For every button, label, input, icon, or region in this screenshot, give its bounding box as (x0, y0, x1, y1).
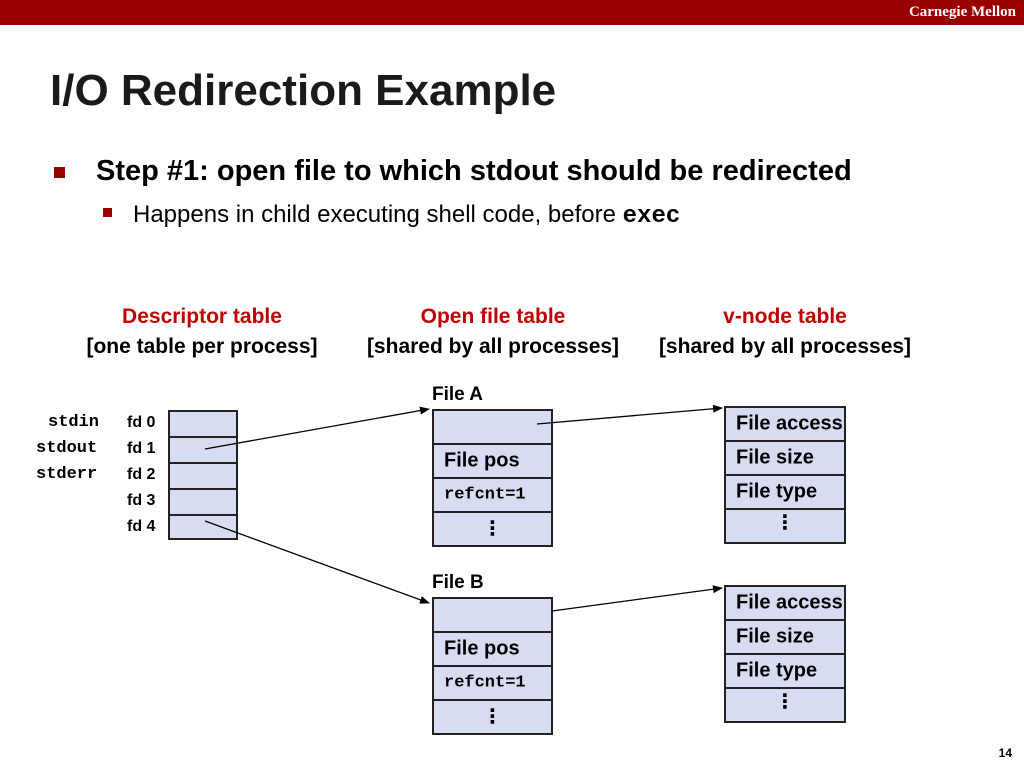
descriptor-table-sub: [one table per process] (86, 335, 318, 358)
vnode-a-size-cell: File size (724, 440, 846, 476)
descriptor-table-header: Descriptor table [one table per process] (72, 302, 332, 362)
sub-bullet: Happens in child executing shell code, b… (133, 201, 680, 230)
vnode-a-access-cell: File access (724, 406, 846, 442)
file-a-ellipsis: ⋮ (482, 518, 503, 540)
fd4-label: fd 4 (127, 518, 156, 535)
arrow-fd4-to-file-b (204, 520, 430, 604)
fd3-label: fd 3 (127, 492, 156, 509)
vnode-a-ellipsis: ⋮ (775, 511, 795, 534)
file-a-refcnt: refcnt=1 (444, 485, 526, 505)
bullet-step-1: Step #1: open file to which stdout shoul… (96, 155, 852, 187)
file-a-more-cell: ⋮ (432, 511, 553, 547)
bullet-square-icon (54, 167, 65, 178)
brand-label: Carnegie Mellon (908, 4, 1016, 20)
open-file-table-header: Open file table [shared by all processes… (355, 302, 631, 362)
fd1-label: fd 1 (127, 440, 156, 457)
file-b-ellipsis: ⋮ (482, 706, 503, 728)
sub-bullet-text: Happens in child executing shell code, b… (133, 201, 623, 228)
open-file-table-sub: [shared by all processes] (366, 335, 620, 358)
descriptor-cell-fd1 (168, 436, 238, 464)
vnode-table-heading: v-node table (723, 305, 847, 328)
vnode-b-access-cell: File access (724, 585, 846, 621)
vnode-b-type: File type (736, 659, 818, 682)
vnode-a-more-cell: ⋮ (724, 508, 846, 544)
file-a-pos: File pos (444, 449, 520, 472)
arrow-fd1-to-file-a (204, 406, 430, 450)
file-a-label: File A (432, 384, 484, 405)
fd0-label: fd 0 (127, 414, 156, 431)
descriptor-table-heading: Descriptor table (122, 305, 282, 328)
exec-code: exec (622, 203, 681, 230)
arrow-file-b-to-vnode-b (551, 585, 723, 612)
vnode-a-type-cell: File type (724, 474, 846, 510)
fd2-label: fd 2 (127, 466, 156, 483)
sub-bullet-square-icon (103, 208, 112, 217)
open-file-table-heading: Open file table (420, 305, 566, 328)
top-bar: Carnegie Mellon (0, 0, 1024, 25)
vnode-b-more-cell: ⋮ (724, 687, 846, 723)
vnode-b-type-cell: File type (724, 653, 846, 689)
vnode-b-size: File size (736, 625, 814, 648)
descriptor-cell-fd4 (168, 514, 238, 540)
vnode-b-size-cell: File size (724, 619, 846, 655)
file-b-refcnt: refcnt=1 (444, 673, 526, 693)
stderr-label: stderr (36, 465, 98, 484)
file-a-top-cell (432, 409, 553, 445)
file-b-more-cell: ⋮ (432, 699, 553, 735)
stdout-label: stdout (36, 439, 98, 458)
page-number: 14 (998, 746, 1012, 760)
slide-title: I/O Redirection Example (50, 66, 557, 115)
arrow-file-a-to-vnode-a (536, 404, 723, 425)
vnode-table-sub: [shared by all processes] (658, 335, 912, 358)
vnode-a-type: File type (736, 480, 818, 503)
vnode-a-size: File size (736, 446, 814, 469)
file-b-pos: File pos (444, 637, 520, 660)
stdin-label: stdin (48, 413, 100, 432)
vnode-a-access: File access (736, 412, 843, 435)
vnode-b-access: File access (736, 591, 843, 614)
vnode-table-header: v-node table [shared by all processes] (646, 302, 924, 362)
descriptor-cell-fd2 (168, 462, 238, 490)
file-b-label: File B (432, 572, 484, 593)
vnode-b-ellipsis: ⋮ (775, 690, 795, 713)
